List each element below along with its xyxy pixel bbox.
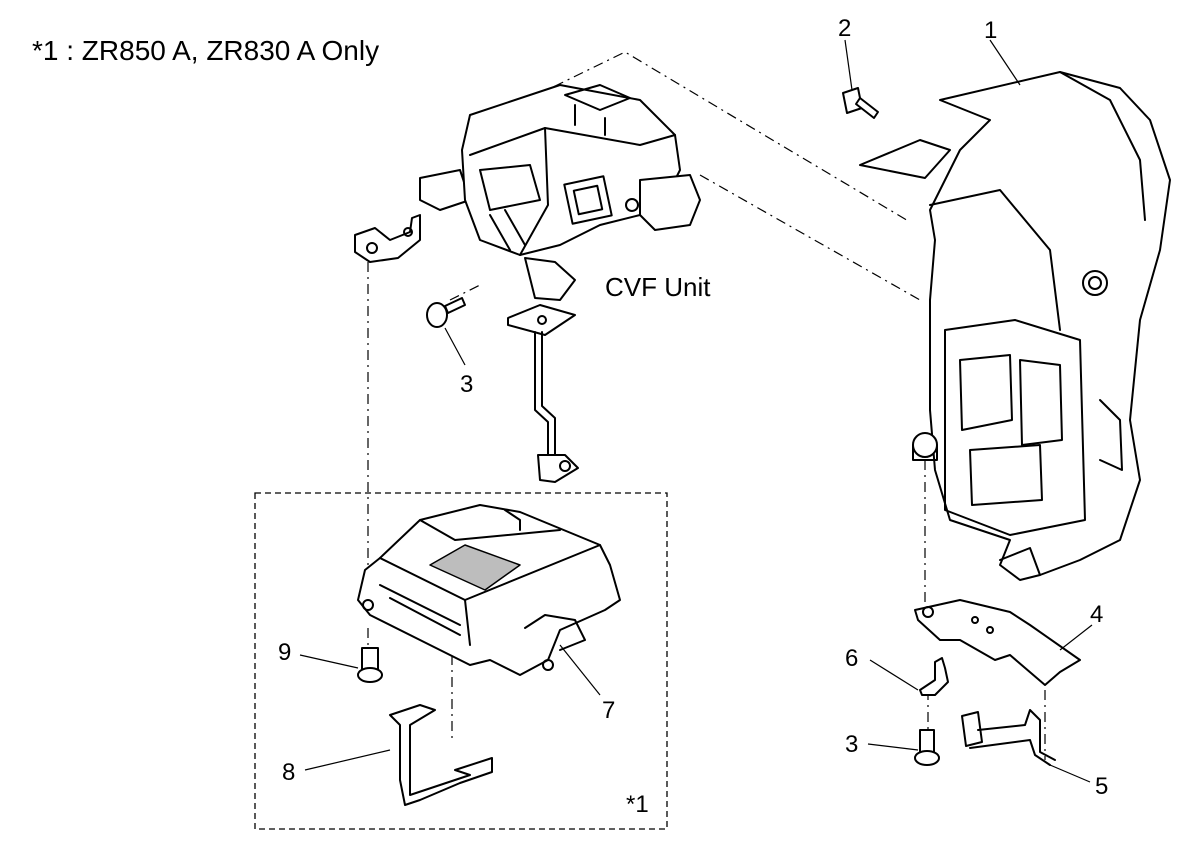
screw-part-9 — [357, 647, 383, 683]
callout-2: 2 — [838, 15, 851, 42]
leader-lines — [299, 39, 1093, 783]
screw-part-3-lower — [914, 729, 940, 766]
callout-3-upper: 3 — [460, 371, 473, 398]
part-6-clip — [919, 657, 949, 696]
box-marker: *1 — [626, 791, 649, 818]
cvf-unit — [354, 84, 701, 483]
cvf-unit-label: CVF Unit — [605, 272, 711, 302]
part-4-bracket-plate — [914, 599, 1081, 686]
model-note: *1 : ZR850 A, ZR830 A Only — [32, 35, 379, 66]
optional-parts-box — [254, 492, 668, 830]
part-1-side-cover — [859, 71, 1171, 581]
callout-7: 7 — [602, 697, 615, 724]
part-5-flex-connector — [961, 709, 1056, 766]
callout-6: 6 — [845, 645, 858, 672]
screw-part-3-upper — [426, 297, 466, 328]
part-7-card-slot — [357, 504, 621, 676]
screw-part-2 — [842, 87, 879, 119]
callout-8: 8 — [282, 759, 295, 786]
callout-5: 5 — [1095, 773, 1108, 800]
callout-4: 4 — [1090, 601, 1103, 628]
callout-9: 9 — [278, 639, 291, 666]
callout-1: 1 — [984, 17, 997, 44]
callout-3-lower: 3 — [845, 731, 858, 758]
part-8-shield-plate — [389, 704, 493, 806]
